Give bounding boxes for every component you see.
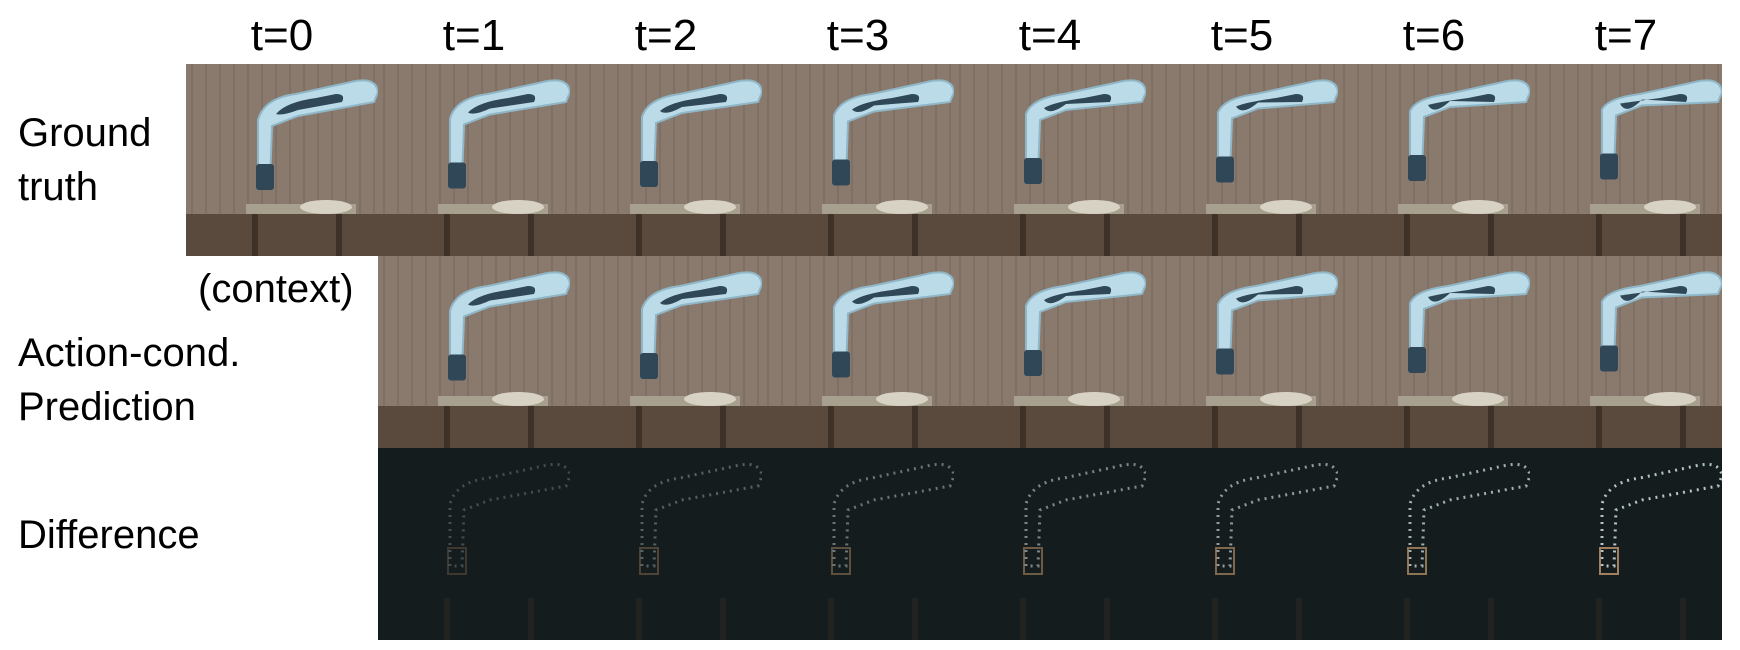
frame-image [1530,64,1722,256]
frame-ground-truth-t1 [378,64,570,256]
row-label-difference: Difference [18,513,200,557]
frame-difference-t2 [570,448,762,640]
frame-ground-truth-t5 [1146,64,1338,256]
frame-image [954,64,1146,256]
frame-image [186,64,378,256]
row-label-ground-truth: Ground truth [18,106,151,214]
row-label-prediction-line1: Action-cond. [18,331,241,375]
frame-ground-truth-t3 [762,64,954,256]
frame-image [378,256,570,448]
frame-difference-t7 [1530,448,1722,640]
column-header-t4: t=4 [1018,11,1082,60]
frame-prediction-t6 [1338,256,1530,448]
column-header-t0: t=0 [250,11,314,60]
frame-ground-truth-t4 [954,64,1146,256]
frame-image [954,256,1146,448]
frame-image [378,64,570,256]
frame-image [762,448,954,640]
frame-image [570,64,762,256]
frame-image [762,64,954,256]
frame-prediction-t1 [378,256,570,448]
column-header-t1: t=1 [442,11,506,60]
column-header-t7: t=7 [1594,11,1658,60]
frame-image [1338,64,1530,256]
row-label-prediction-line2: Prediction [18,385,196,429]
frame-image [570,256,762,448]
frame-ground-truth-t6 [1338,64,1530,256]
column-header-t5: t=5 [1210,11,1274,60]
row-label-ground-truth-line2: truth [18,165,99,209]
column-header-t6: t=6 [1402,11,1466,60]
frame-image [378,448,570,640]
frame-image [1146,448,1338,640]
frame-image [1530,448,1722,640]
row-label-ground-truth-line1: Ground [18,111,152,155]
frame-image [762,256,954,448]
frame-image [954,448,1146,640]
frame-difference-t6 [1338,448,1530,640]
frame-image [1530,256,1722,448]
frame-ground-truth-t0 [186,64,378,256]
frame-ground-truth-t7 [1530,64,1722,256]
row-label-prediction: Action-cond. Prediction [18,326,240,434]
frame-image [1146,256,1338,448]
frame-ground-truth-t2 [570,64,762,256]
frame-difference-t3 [762,448,954,640]
frame-prediction-t5 [1146,256,1338,448]
context-label: (context) [198,267,354,311]
column-header-t3: t=3 [826,11,890,60]
frame-prediction-t3 [762,256,954,448]
frame-image [1338,256,1530,448]
frame-image [1338,448,1530,640]
column-header-t2: t=2 [634,11,698,60]
frame-image [570,448,762,640]
frame-difference-t4 [954,448,1146,640]
frame-image [1146,64,1338,256]
frame-prediction-t7 [1530,256,1722,448]
frame-prediction-t4 [954,256,1146,448]
frame-prediction-t2 [570,256,762,448]
frame-difference-t1 [378,448,570,640]
frame-difference-t5 [1146,448,1338,640]
